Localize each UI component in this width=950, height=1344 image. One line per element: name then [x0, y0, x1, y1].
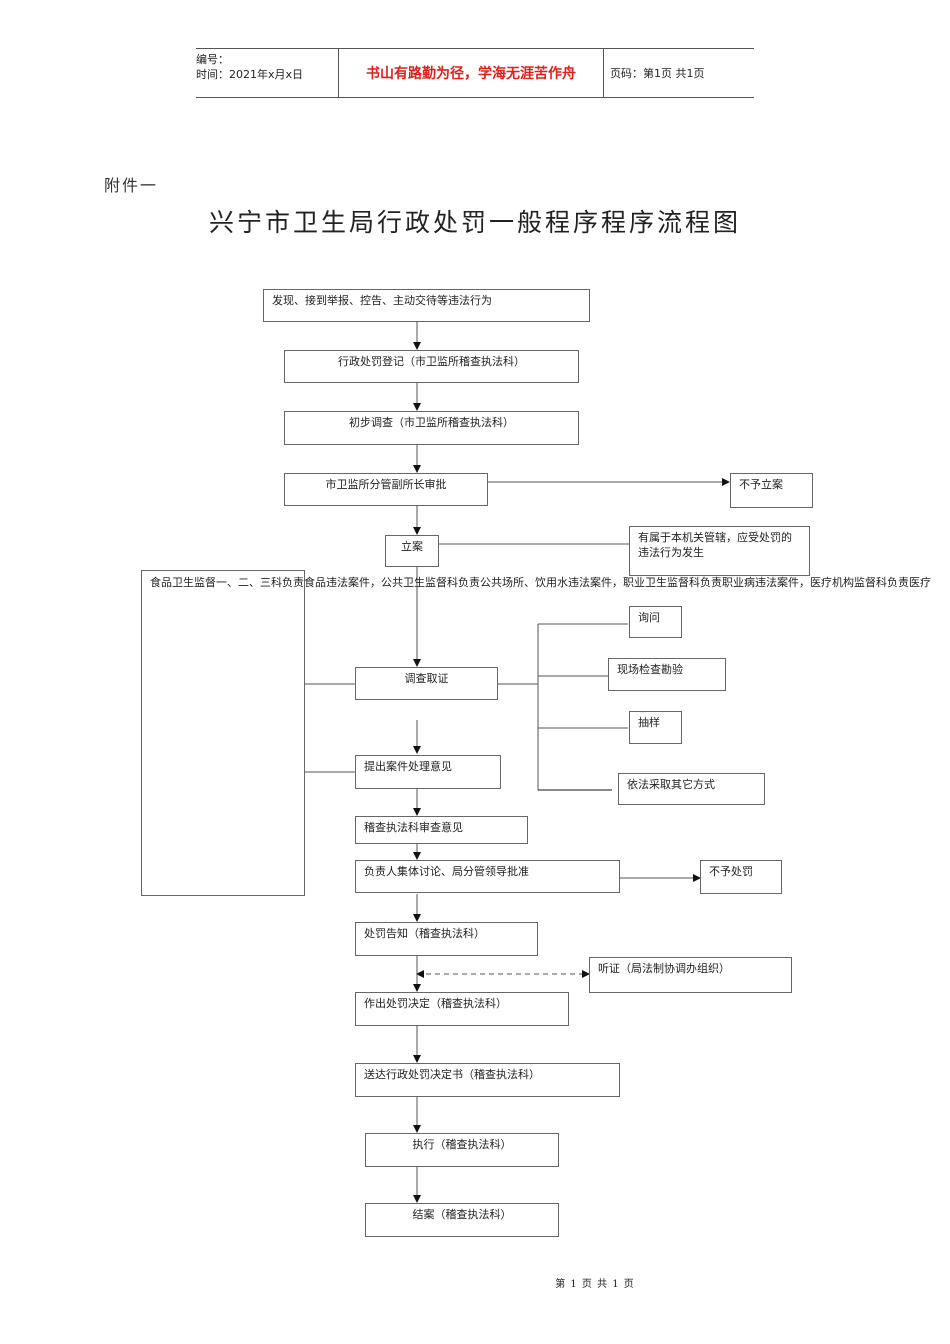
node-investigate: 调查取证: [355, 667, 498, 700]
number-label: 编号：: [196, 53, 229, 66]
condition-line-1: 有属于本机关管辖，应受处罚的: [638, 531, 792, 544]
node-review: 稽查执法科审查意见: [355, 816, 528, 844]
node-approval: 市卫监所分管副所长审批: [284, 473, 488, 506]
page-label: 页码：第1页 共1页: [610, 67, 705, 80]
time-label: 时间：2021年x月x日: [196, 68, 304, 81]
header-meta: 编号： 时间：2021年x月x日: [196, 49, 338, 100]
document-header: 编号： 时间：2021年x月x日 书山有路勤为径，学海无涯苦作舟 页码：第1页 …: [196, 48, 754, 98]
node-close: 结案（稽查执法科）: [365, 1203, 559, 1237]
motto: 书山有路勤为径，学海无涯苦作舟: [338, 49, 604, 97]
page-footer: 第 1 页 共 1 页: [555, 1279, 635, 1290]
condition-line-2: 违法行为发生: [638, 546, 704, 559]
node-condition: 有属于本机关管辖，应受处罚的 违法行为发生: [629, 526, 810, 576]
node-register: 行政处罚登记（市卫监所稽查执法科）: [284, 350, 579, 383]
node-inquiry: 询问: [629, 606, 682, 638]
node-delivery: 送达行政处罚决定书（稽查执法科）: [355, 1063, 620, 1097]
node-no-penalty: 不予处罚: [700, 860, 782, 894]
node-notice: 处罚告知（稽查执法科）: [355, 922, 538, 956]
node-inspection: 现场检查勘验: [608, 658, 726, 691]
node-execute: 执行（稽查执法科）: [365, 1133, 559, 1167]
responsibility-box: [141, 570, 305, 896]
node-file-case: 立案: [385, 535, 439, 567]
attachment-label: 附件一: [104, 176, 159, 195]
node-discover: 发现、接到举报、控告、主动交待等违法行为: [263, 289, 590, 322]
node-hearing: 听证（局法制协调办组织）: [589, 957, 792, 993]
node-discussion: 负责人集体讨论、局分管领导批准: [355, 860, 620, 893]
node-other-means: 依法采取其它方式: [618, 773, 765, 805]
node-sampling: 抽样: [629, 711, 682, 744]
node-decision: 作出处罚决定（稽查执法科）: [355, 992, 569, 1026]
page-title: 兴宁市卫生局行政处罚一般程序程序流程图: [208, 208, 741, 237]
node-no-filing: 不予立案: [730, 473, 813, 508]
node-proposal: 提出案件处理意见: [355, 755, 501, 789]
responsibility-text: 食品卫生监督一、二、三科负责食品违法案件，公共卫生监督科负责公共场所、饮用水违法…: [150, 576, 931, 589]
node-preliminary: 初步调查（市卫监所稽查执法科）: [284, 411, 579, 445]
